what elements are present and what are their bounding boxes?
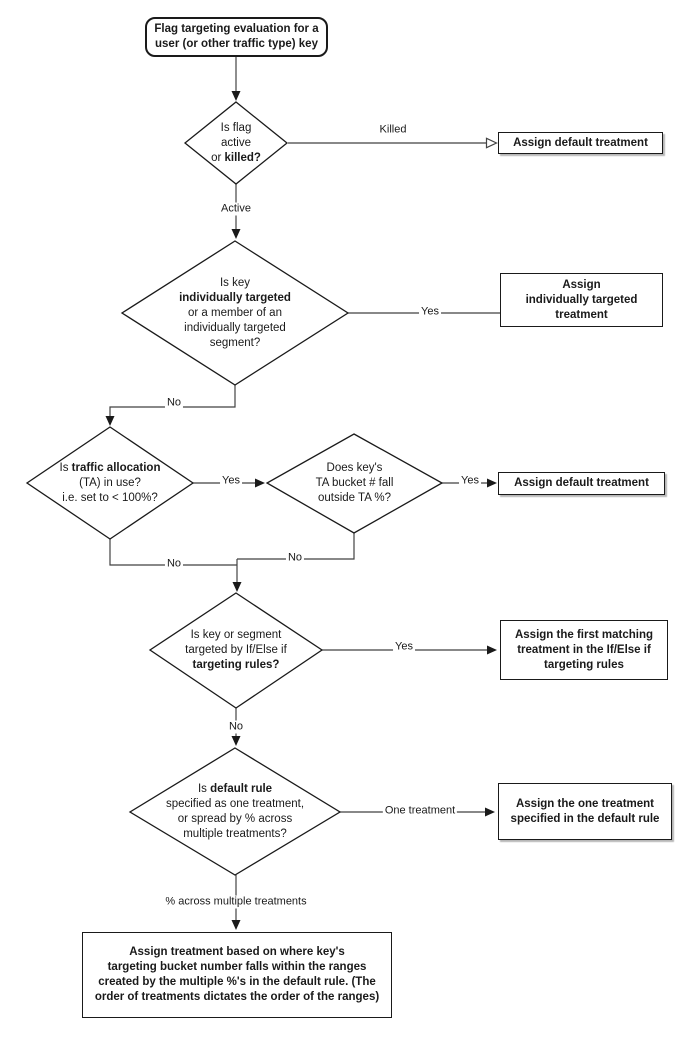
box-label: targeting rules <box>544 658 624 671</box>
box-label: specified in the default rule <box>510 812 660 825</box>
decision-default-rule-shape <box>128 747 342 876</box>
decision-targeting-rules-shape <box>148 592 324 709</box>
decision-text-bold: targeting rules? <box>192 659 280 671</box>
box-label: targeting bucket number falls within the… <box>107 961 367 973</box>
edge-no-outside <box>237 533 355 560</box>
box-label: treatment in the If/Else if <box>517 643 651 656</box>
edge-no-ta <box>109 539 237 566</box>
decision-text: or spread by % across <box>177 812 293 825</box>
edge-label-yes-outside: Yes <box>459 474 481 488</box>
decision-text: segment? <box>209 336 261 349</box>
box-label: created by the multiple %'s in the defau… <box>98 976 376 988</box>
decision-individually-targeted: Is key individually targeted or a member… <box>122 241 348 385</box>
decision-text-bold: default rule <box>210 782 273 795</box>
arrowhead <box>231 229 241 239</box>
decision-text: (TA) in use? <box>79 476 141 489</box>
box-assign-default-2: Assign default treatment <box>498 472 665 495</box>
decision-traffic-allocation: Is traffic allocation (TA) in use? i.e. … <box>27 427 193 539</box>
decision-traffic-allocation-shape <box>25 426 195 540</box>
decision-text-normal: or <box>211 151 225 164</box>
decision-text-bold: killed? <box>224 151 261 164</box>
decision-text: active <box>220 136 252 149</box>
arrowhead <box>231 920 241 930</box>
box-assign-individually-targeted: Assign individually targeted treatment <box>500 273 663 327</box>
edge-label-one-treatment: One treatment <box>382 804 458 818</box>
edge-label-yes-ta: Yes <box>220 474 242 488</box>
arrowhead <box>255 478 265 488</box>
decision-text: outside TA %? <box>317 492 392 504</box>
decision-text: Is key <box>219 276 251 289</box>
edge-label-pct-across: % across multiple treatments <box>163 895 309 909</box>
box-label: individually targeted <box>525 293 638 306</box>
decision-flag-status: Is flag active or killed? <box>185 102 287 184</box>
decision-text-bold: individually targeted <box>179 291 291 304</box>
decision-text: Is traffic allocation <box>60 461 161 476</box>
arrowhead <box>105 416 115 426</box>
decision-text: targeted by If/Else if <box>185 644 287 656</box>
edge-label-no-rules: No <box>226 720 246 734</box>
edge-start-to-flag-status <box>231 57 241 101</box>
box-label: Assign the one treatment <box>515 797 655 810</box>
edge-killed <box>288 137 498 149</box>
open-arrowhead <box>485 137 498 149</box>
edge-label-no-ta: No <box>164 557 184 571</box>
box-assign-first-matching: Assign the first matching treatment in t… <box>500 620 668 680</box>
decision-ta-bucket-shape <box>265 433 444 534</box>
arrowhead <box>485 807 495 817</box>
decision-targeting-rules: Is key or segment targeted by If/Else if… <box>150 593 322 708</box>
decision-text-normal: Is <box>59 461 72 474</box>
decision-individually-targeted-shape <box>120 240 350 386</box>
box-label: Assign default treatment <box>514 477 649 489</box>
decision-text: Does key's <box>326 462 383 474</box>
arrowhead <box>487 645 497 655</box>
box-label: order of treatments dictates the order o… <box>94 991 380 1003</box>
decision-ta-bucket: Does key's TA bucket # fall outside TA %… <box>267 434 442 533</box>
box-assign-spread-treatment: Assign treatment based on where key's ta… <box>82 932 392 1018</box>
box-label: treatment <box>555 308 608 321</box>
edge-label-yes-individual: Yes <box>419 305 441 319</box>
decision-text: multiple treatments? <box>183 827 287 840</box>
box-label: Assign default treatment <box>513 136 648 149</box>
decision-text: or killed? <box>211 151 261 166</box>
box-label: Assign treatment based on where key's <box>129 946 345 958</box>
decision-text: specified as one treatment, <box>165 797 305 810</box>
start-node-label: Flag targeting evaluation for a <box>154 23 319 35</box>
edge-label-no-outside: No <box>285 551 305 565</box>
edge-label-killed: Killed <box>377 123 409 137</box>
arrowhead <box>232 582 242 592</box>
decision-text: Is key or segment <box>190 629 282 641</box>
arrowhead <box>487 478 497 488</box>
edge-merge-to-targeting-rules <box>232 559 242 592</box>
arrowhead <box>231 91 241 101</box>
decision-text-normal: Is <box>197 782 211 795</box>
arrowhead <box>231 736 241 746</box>
decision-text: or a member of an <box>188 306 282 319</box>
decision-default-rule: Is default rule specified as one treatme… <box>130 748 340 875</box>
start-node-label: user (or other traffic type) key <box>155 38 318 50</box>
decision-flag-status-shape <box>183 101 289 185</box>
decision-text: Is flag <box>220 121 252 134</box>
box-label: Assign the first matching <box>514 628 654 641</box>
start-node: Flag targeting evaluation for a user (or… <box>145 17 328 57</box>
box-assign-one-treatment: Assign the one treatment specified in th… <box>498 783 672 840</box>
edge-label-no-individual: No <box>164 396 184 410</box>
decision-text: Is default rule <box>198 782 272 797</box>
decision-text: individually targeted <box>184 321 286 334</box>
edge-label-active: Active <box>219 202 253 216</box>
box-label: Assign <box>562 278 601 291</box>
decision-text-bold: traffic allocation <box>71 461 161 474</box>
decision-text: TA bucket # fall <box>315 477 394 489</box>
box-assign-default-1: Assign default treatment <box>498 132 663 154</box>
edge-label-yes-rules: Yes <box>393 640 415 654</box>
decision-text: i.e. set to < 100%? <box>62 491 158 504</box>
